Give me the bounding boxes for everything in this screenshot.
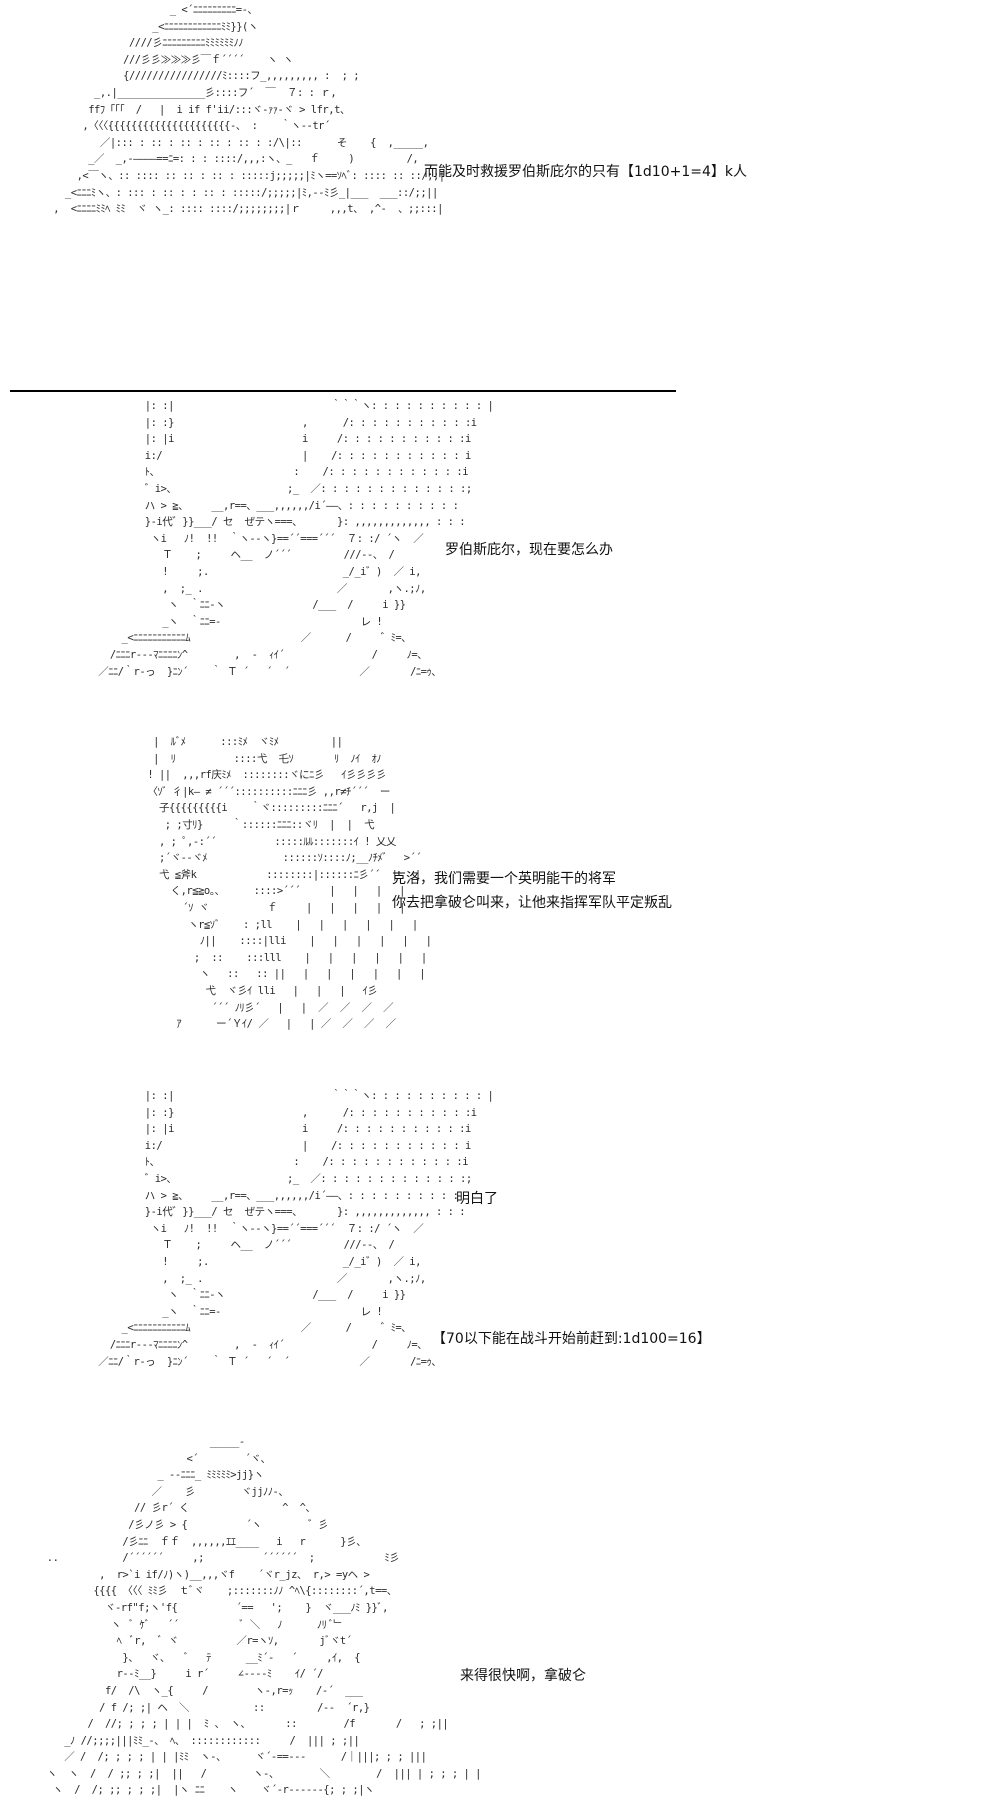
ascii-art-officer-cap: _ <´ﾆﾆﾆﾆﾆﾆﾆﾆﾆ=-、 _<ﾆﾆﾆﾆﾆﾆﾆﾆﾆﾆﾆﾆﾐﾐ}}(ヽ //… bbox=[53, 4, 445, 216]
dialogue-line: 而能及时救援罗伯斯庇尔的只有【1d10+1=4】k人 bbox=[424, 164, 747, 180]
panel-4: |: :| ｀｀｀ヽ: : : : : : : : : : | |: :} , … bbox=[0, 1082, 992, 1422]
dialogue-line: 你去把拿破仑叫来，让他来指挥军队平定叛乱 bbox=[392, 895, 672, 911]
ascii-art-robespierre: | ﾙﾞﾒ :::ﾐﾒ ヾﾐﾒ || | ﾘ ::::弋 乇ｿ ﾘ ﾉｲ ｵﾉ … bbox=[147, 736, 432, 1031]
panel-divider bbox=[10, 390, 676, 392]
dialogue-line: 克洛，我们需要一个英明能干的将军 bbox=[392, 871, 616, 887]
dialogue-line: 明白了 bbox=[456, 1191, 498, 1207]
ascii-art-figure: |: :| ｀｀｀ヽ: : : : : : : : : : | |: :} , … bbox=[98, 400, 494, 678]
panel-5: _____- <´ ´ヾ、 _ --ﾆﾆﾆ_ ﾐﾐﾐﾐﾐ>jj}ヽ ／ 彡 ヾj… bbox=[0, 1430, 992, 1816]
dialogue-line: 来得很快啊，拿破仑 bbox=[460, 1668, 586, 1684]
ascii-art-napoleon: _____- <´ ´ヾ、 _ --ﾆﾆﾆ_ ﾐﾐﾐﾐﾐ>jj}ヽ ／ 彡 ヾj… bbox=[46, 1436, 482, 1797]
ascii-art-figure: |: :| ｀｀｀ヽ: : : : : : : : : : | |: :} , … bbox=[98, 1090, 494, 1368]
panel-3: | ﾙﾞﾒ :::ﾐﾒ ヾﾐﾒ || | ﾘ ::::弋 乇ｿ ﾘ ﾉｲ ｵﾉ … bbox=[0, 730, 992, 1070]
dialogue-line: 罗伯斯庇尔，现在要怎么办 bbox=[445, 542, 613, 558]
panel-2: |: :| ｀｀｀ヽ: : : : : : : : : : | |: :} , … bbox=[0, 392, 992, 722]
dialogue-line: 【70以下能在战斗开始前赶到:1d100=16】 bbox=[432, 1331, 711, 1347]
panel-1: _ <´ﾆﾆﾆﾆﾆﾆﾆﾆﾆ=-、 _<ﾆﾆﾆﾆﾆﾆﾆﾆﾆﾆﾆﾆﾐﾐ}}(ヽ //… bbox=[0, 0, 992, 390]
